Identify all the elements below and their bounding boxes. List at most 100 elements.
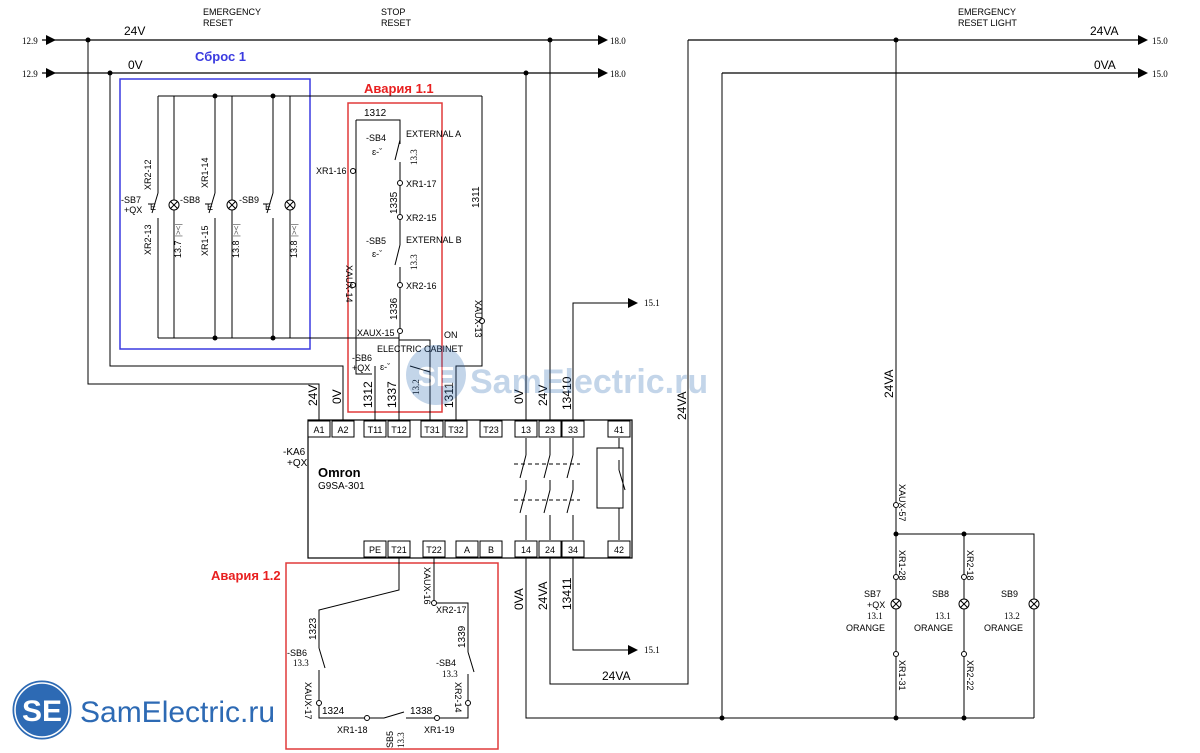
wire-label: 13411 — [560, 577, 574, 610]
wire-label: 24VA — [602, 669, 630, 683]
device-label-qx: +QX — [124, 205, 142, 215]
relay-terminal-box — [455, 540, 479, 558]
relay-terminal-label: A2 — [337, 425, 348, 435]
ref-label: 15.1 — [644, 298, 660, 308]
estop-icon: ɛ‑ˇ — [380, 362, 390, 372]
relay-terminal-label: 24 — [545, 545, 555, 555]
lower-group-frame — [285, 562, 499, 750]
bus-0v: 12.9 0V 18.0 — [22, 58, 626, 79]
ref-label: 13.3 — [293, 658, 309, 668]
relay-terminal-label: T21 — [391, 545, 407, 555]
relay-terminal-label: 34 — [568, 545, 578, 555]
wire-label: 1312 — [361, 381, 375, 408]
relay-terminal-box — [387, 420, 411, 438]
terminal-label: XAUX-16 — [422, 567, 432, 605]
relay-terminal-box — [479, 540, 503, 558]
relay-terminal-box — [420, 420, 444, 438]
device-label-sb6: -SB6 — [352, 353, 372, 363]
ref-label: 13.3 — [409, 254, 419, 270]
device-label-sb6: -SB6 — [287, 648, 307, 658]
lamp-label: SB9 — [1001, 589, 1018, 599]
relay-terminal-label: 13 — [521, 425, 531, 435]
wire-label: 1337 — [385, 381, 399, 408]
relay-output-wires: 15.1 0V 24V 13410 24VA 0VA 24VA 15.1 134… — [512, 40, 1034, 721]
ref-arrow: |><| — [290, 224, 299, 238]
terminal-label: XR1-16 — [316, 166, 347, 176]
terminal-label: XR2-15 — [406, 213, 437, 223]
header-text: RESET — [381, 18, 412, 28]
reset-group-frame — [119, 78, 311, 350]
relay-terminal-label: 42 — [614, 545, 624, 555]
terminal-label: XAUX-13 — [473, 300, 483, 338]
reset-circuit: E XR2-12 XR2-13 -SB7 +QX 13.7 |><| E XR1… — [121, 93, 482, 341]
estop-circuit: 1312 XR1-16 XAUX-14 -SB4 EXTERNAL A ɛ‑ˇ … — [316, 96, 485, 420]
wire-label: 0V — [512, 389, 526, 404]
lamp-label: SB7 — [864, 589, 881, 599]
terminal-label: XR2-13 — [143, 224, 153, 255]
relay-terminal-box — [538, 540, 562, 558]
watermark-bottom: SE SamElectric.ru — [9, 677, 275, 743]
lamp-color: ORANGE — [984, 623, 1023, 633]
device-label-sb7: -SB7 — [121, 195, 141, 205]
relay-terminal-label: A1 — [313, 425, 324, 435]
lamp-color: ORANGE — [914, 623, 953, 633]
feeders-left: 24V 0V — [87, 40, 344, 420]
lamp-ref: 13.1 — [867, 611, 883, 621]
on-label: ON — [444, 330, 458, 340]
lower-estop-circuit: XAUX-16 XR2-17 1323 1339 -SB6 13.3 -SB4 … — [287, 558, 475, 748]
lamp-color: ORANGE — [846, 623, 885, 633]
relay-body — [307, 419, 633, 559]
wire-label: 24VA — [675, 392, 689, 420]
relay-terminal-label: T23 — [483, 425, 499, 435]
terminal-label: XR1-17 — [406, 179, 437, 189]
relay-maker: Omron — [318, 465, 361, 480]
bus-ref-left: 12.9 — [22, 36, 38, 46]
wire-label: 1311 — [471, 186, 482, 208]
ref-label: 13.3 — [409, 149, 419, 165]
wire-label: 1324 — [322, 706, 345, 717]
relay-terminal-label: 14 — [521, 545, 531, 555]
cabinet-label: ELECTRIC CABINET — [377, 344, 464, 354]
relay-terminal-label: PE — [369, 545, 381, 555]
relay-terminal-box — [538, 420, 562, 438]
lower-group-title: Авария 1.2 — [211, 568, 281, 583]
device-label-ext-a: EXTERNAL A — [406, 129, 461, 139]
terminal-label: XR1-28 — [897, 550, 907, 581]
reset-e-mark: E — [150, 202, 156, 212]
relay-terminal-box — [444, 420, 468, 438]
relay-terminal-box — [363, 420, 387, 438]
wire-label: 1312 — [364, 108, 387, 119]
bus-label: 24V — [124, 24, 145, 38]
bus-0va: 0VA 15.0 — [722, 58, 1168, 79]
header-stop-reset: STOP RESET — [381, 7, 412, 28]
header-text: EMERGENCY — [958, 7, 1016, 17]
wire-label: 24V — [306, 385, 320, 406]
device-label-sb4: -SB4 — [436, 658, 456, 668]
bus-24v: 12.9 24V 18.0 — [22, 24, 626, 46]
wire-label: 1339 — [457, 625, 468, 648]
terminal-label: XAUX-15 — [357, 328, 395, 338]
wire-label: 1335 — [389, 191, 400, 214]
ref-label: 13.8 — [289, 240, 299, 258]
device-label-sb5: -SB5 — [366, 236, 386, 246]
lamp-label: SB8 — [932, 589, 949, 599]
lamp-ref: 13.1 — [935, 611, 951, 621]
wire-label: 1336 — [389, 297, 400, 320]
device-label-sb4: -SB4 — [366, 133, 386, 143]
terminal-label: XR2-17 — [436, 605, 467, 615]
ref-arrow: |><| — [232, 224, 241, 238]
header-text: RESET — [203, 18, 234, 28]
ref-label: 13.7 — [173, 240, 183, 258]
logo-text: SE — [417, 361, 454, 392]
relay-terminal-label: T11 — [368, 425, 383, 435]
wire-label: 0V — [330, 389, 344, 404]
wire-label: 1323 — [308, 617, 319, 640]
estop-group-title: Авария 1.1 — [364, 81, 434, 96]
relay-terminal-label: T22 — [426, 545, 442, 555]
device-label-sb5: SB5 — [385, 731, 395, 748]
bus-ref-left: 12.9 — [22, 69, 38, 79]
relay-terminal-box — [387, 540, 411, 558]
